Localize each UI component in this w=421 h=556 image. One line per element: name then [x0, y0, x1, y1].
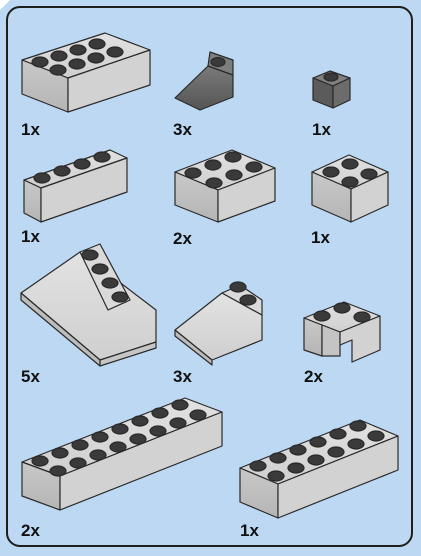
- brick-2x8-icon: [22, 398, 222, 510]
- qty-label: 1x: [240, 521, 259, 541]
- brick-2x6-icon: [240, 420, 398, 518]
- slope-3x4-icon: [21, 244, 156, 366]
- qty-label: 5x: [21, 367, 40, 387]
- brick-2x2-icon: [312, 155, 388, 222]
- brick-corner-icon: [304, 302, 380, 362]
- qty-label: 2x: [304, 367, 323, 387]
- brick-2x4-icon: [22, 33, 150, 112]
- brick-1x1-dark-icon: [313, 71, 350, 108]
- qty-label: 2x: [21, 521, 40, 541]
- qty-label: 3x: [173, 367, 192, 387]
- slope-3x2-icon: [175, 282, 262, 365]
- qty-label: 3x: [173, 120, 192, 140]
- qty-label: 1x: [312, 120, 331, 140]
- brick-1x4-icon: [24, 150, 127, 222]
- slope-dark-icon: [175, 52, 233, 110]
- qty-label: 2x: [173, 229, 192, 249]
- brick-2x3-icon: [175, 150, 275, 222]
- qty-label: 1x: [311, 228, 330, 248]
- qty-label: 1x: [21, 120, 40, 140]
- qty-label: 1x: [21, 227, 40, 247]
